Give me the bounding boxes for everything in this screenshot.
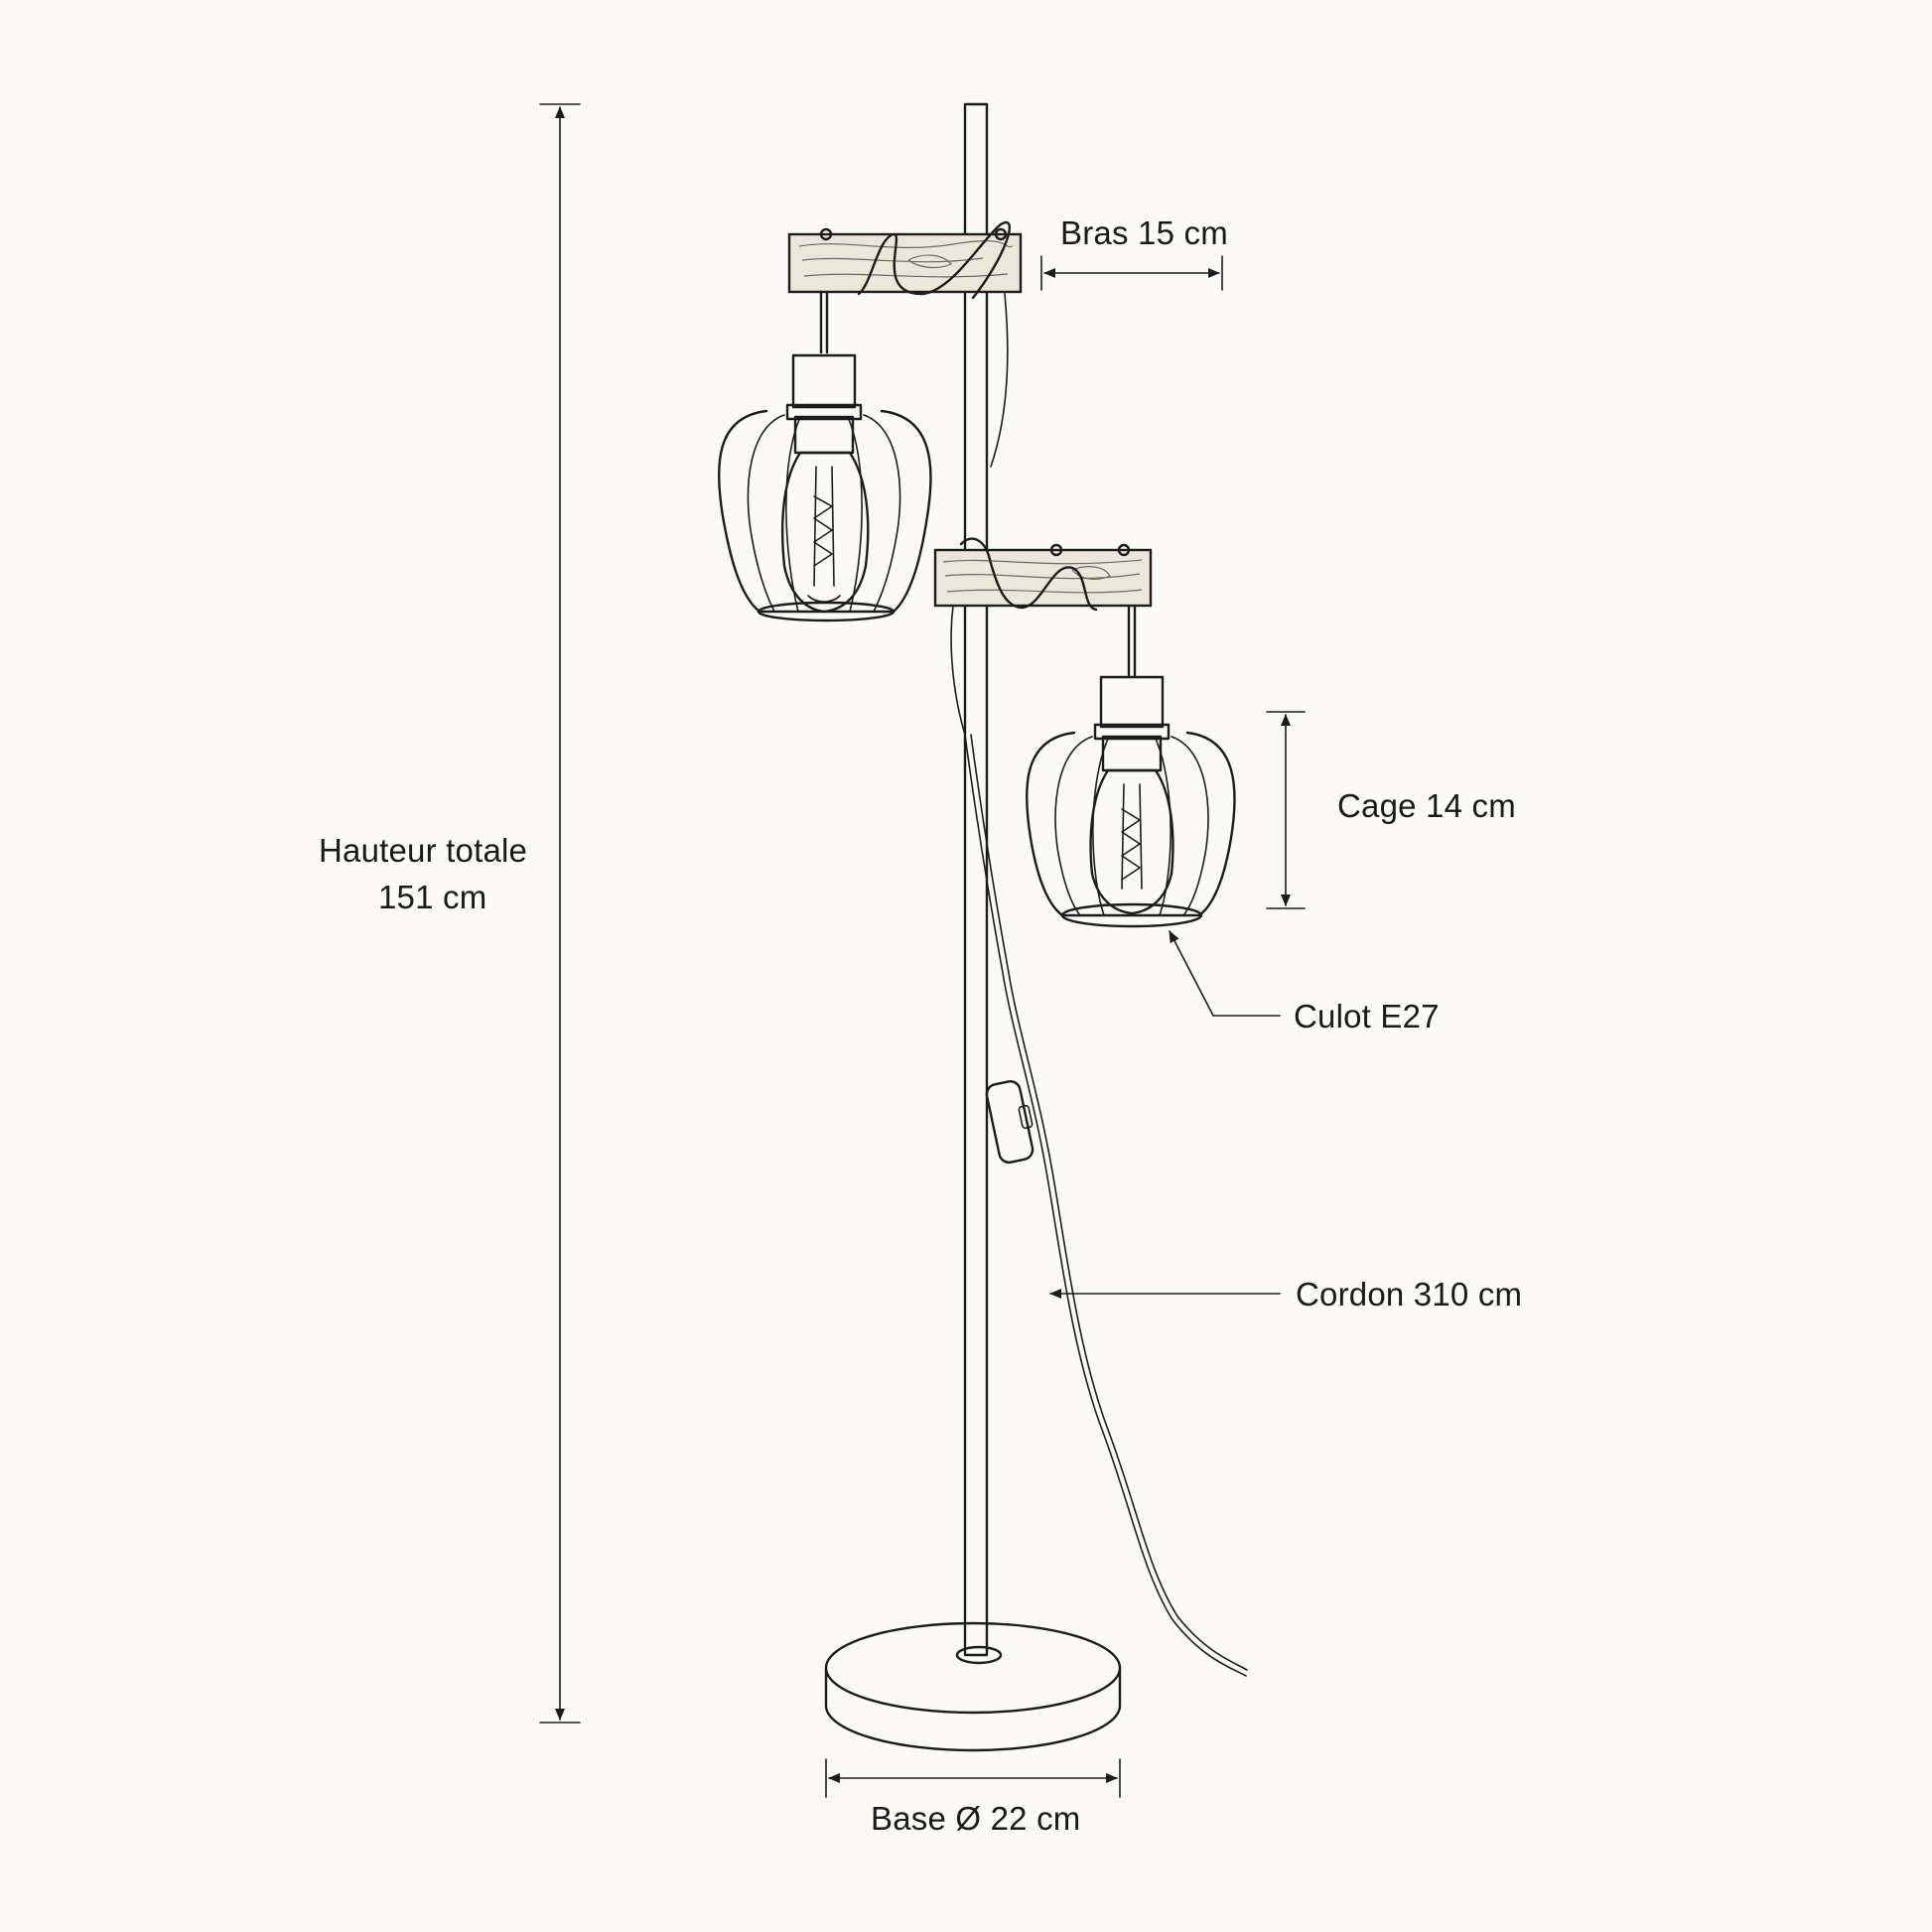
height-label-line1: Hauteur totale — [319, 832, 528, 869]
cage-label: Cage 14 cm — [1337, 787, 1516, 824]
base-dimension — [825, 1758, 1121, 1798]
cord-label: Cordon 310 cm — [1296, 1276, 1523, 1312]
lower-pendant — [1025, 675, 1236, 928]
height-dimension — [539, 103, 581, 1724]
cage-dimension — [1266, 711, 1306, 909]
inline-switch — [985, 1080, 1035, 1164]
arm-label: Bras 15 cm — [1060, 214, 1228, 251]
power-cord — [964, 734, 1248, 1677]
lamp-pole — [963, 102, 989, 1657]
lower-arm — [933, 537, 1153, 736]
upper-arm — [787, 220, 1023, 468]
socket-leader — [1169, 930, 1281, 1017]
base-label: Base Ø 22 cm — [871, 1800, 1081, 1837]
height-label-line2: 151 cm — [378, 879, 487, 915]
socket-label: Culot E27 — [1294, 998, 1440, 1035]
arm-dimension — [1040, 255, 1223, 291]
upper-pendant — [717, 353, 932, 622]
lamp-base — [824, 1621, 1122, 1752]
